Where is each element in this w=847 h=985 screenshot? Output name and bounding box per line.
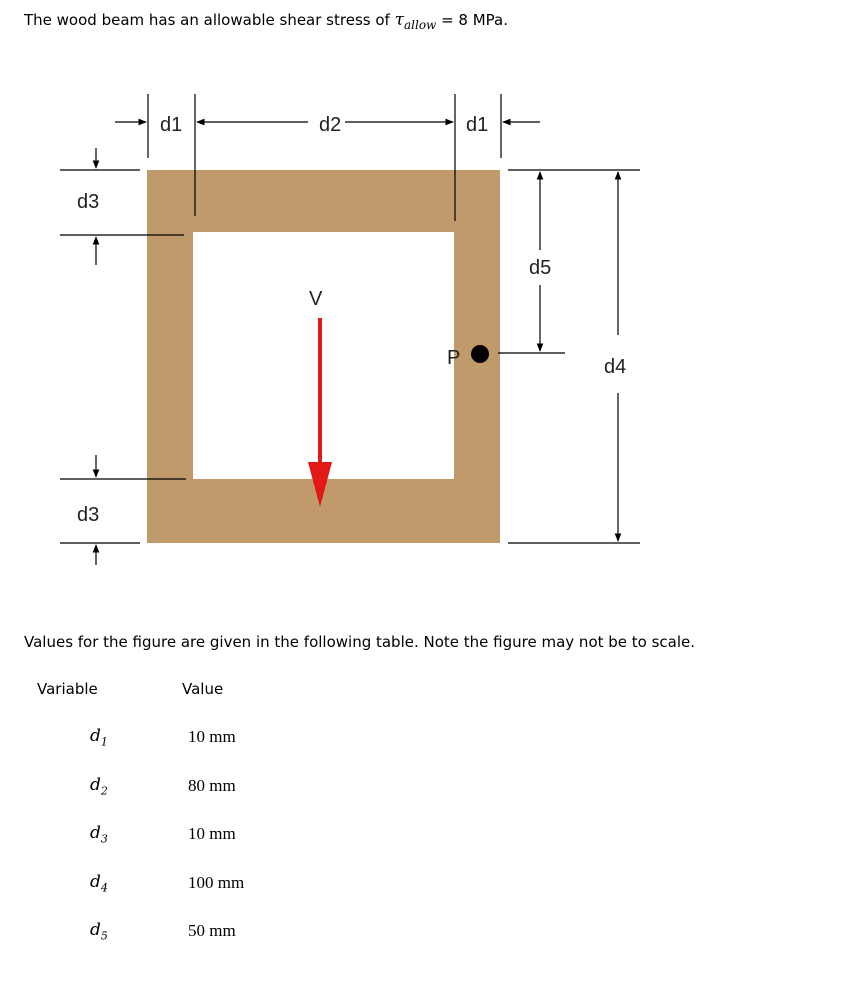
label-d2: d2 (319, 114, 341, 136)
variable-d2: d2 (90, 775, 108, 798)
label-d1-right: d1 (466, 114, 488, 136)
tau-subscript: allow (403, 18, 437, 32)
label-d3-top: d3 (77, 191, 99, 213)
variable-d1: d1 (90, 726, 108, 749)
value-d2: 80 mm (188, 776, 236, 795)
intro-prefix: The wood beam has an allowable shear str… (24, 11, 390, 29)
header-variable: Variable (37, 680, 98, 698)
tau-symbol: τ (394, 10, 404, 30)
variable-d4: d4 (90, 872, 108, 895)
value-d1: 10 mm (188, 727, 236, 746)
variable-d3: d3 (90, 823, 108, 846)
right-dimensions (498, 169, 640, 544)
table-note: Values for the figure are given in the f… (24, 633, 696, 651)
problem-statement: The wood beam has an allowable shear str… (24, 10, 508, 32)
label-d3-bottom: d3 (77, 504, 99, 526)
value-d4: 100 mm (188, 873, 245, 892)
label-d4: d4 (604, 356, 626, 378)
label-d5: d5 (529, 257, 551, 279)
variable-d5: d5 (90, 920, 108, 943)
label-v: V (309, 288, 323, 310)
label-d1-left: d1 (160, 114, 182, 136)
point-p-marker (471, 345, 489, 363)
header-value: Value (182, 680, 224, 698)
value-d5: 50 mm (188, 921, 236, 940)
label-p: P (447, 347, 460, 369)
top-dimensions (115, 94, 540, 221)
left-dimensions (60, 148, 186, 565)
beam-hollow-interior (193, 232, 454, 479)
beam-cross-section-figure: d1 d2 d1 d3 d3 d5 d4 V P (60, 94, 640, 565)
intro-suffix: = 8 MPa. (441, 11, 509, 29)
value-d3: 10 mm (188, 824, 236, 843)
shear-force-arrowhead (308, 462, 332, 507)
